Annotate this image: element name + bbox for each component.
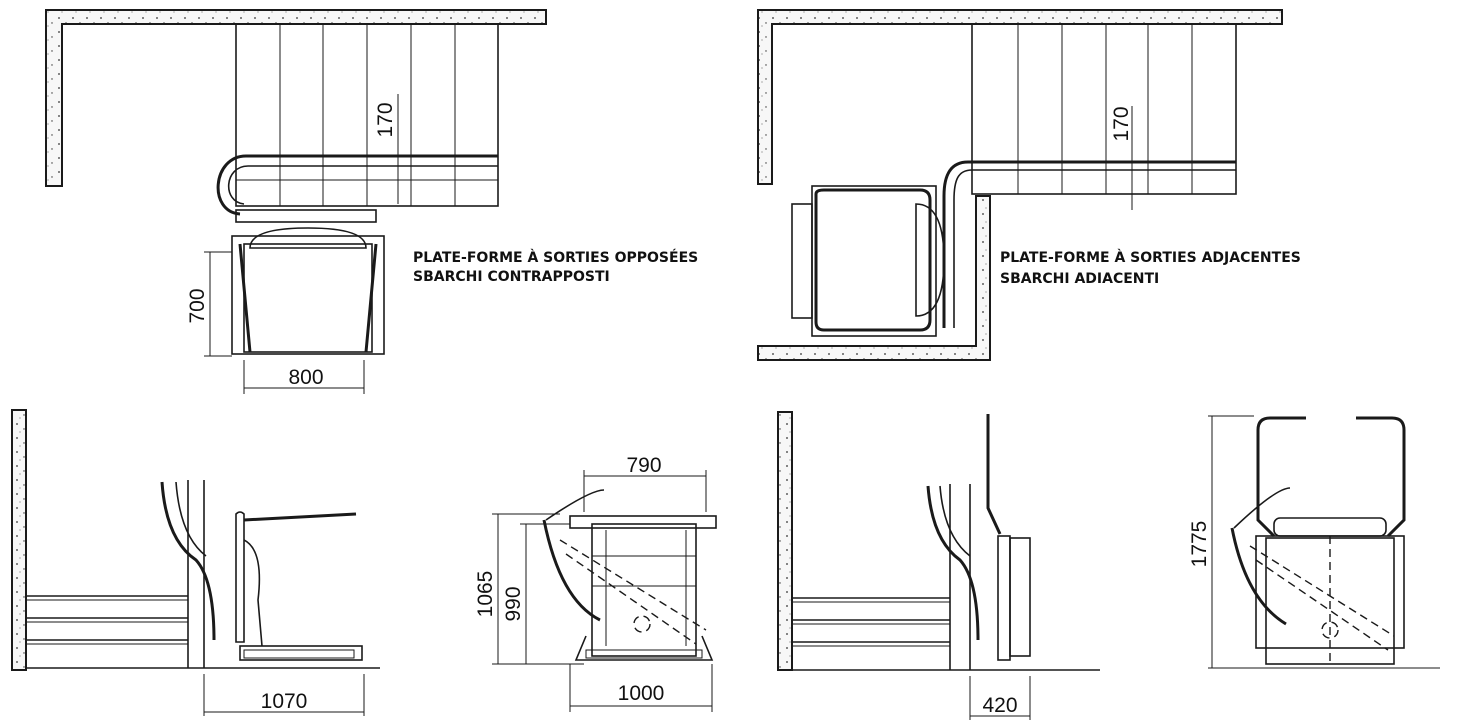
steps-side-2 xyxy=(792,484,971,670)
stair-treads-right xyxy=(971,23,1237,195)
caption-opposite-fr: PLATE-FORME À SORTIES OPPOSÉES xyxy=(413,249,698,266)
plan-opposite-exits: 700 800 170 PLATE-FORME À SORTIES OPPOSÉ… xyxy=(45,9,698,394)
dim-990: 990 xyxy=(502,523,570,664)
dim-170-left: 170 xyxy=(374,94,399,204)
caption-opposite-it: SBARCHI CONTRAPPOSTI xyxy=(413,269,610,285)
stair-treads-left xyxy=(235,23,499,207)
dim-1070: 1070 xyxy=(203,674,365,716)
dim-1065: 1065 xyxy=(474,513,584,665)
dim-label-170-left: 170 xyxy=(374,102,397,137)
dim-790: 790 xyxy=(583,454,707,512)
dim-1775: 1775 xyxy=(1188,415,1254,669)
platform-side-1 xyxy=(235,511,363,661)
wall-side-1 xyxy=(11,409,27,671)
dim-700: 700 xyxy=(186,251,232,357)
platform-opposite xyxy=(231,227,385,355)
platform-front-folded xyxy=(1255,416,1406,665)
wall-top-left xyxy=(45,9,547,187)
wall-top-right xyxy=(757,9,1283,185)
side-view-unfolded: 1070 xyxy=(11,409,380,716)
caption-adjacent-fr: PLATE-FORME À SORTIES ADJACENTES xyxy=(1000,249,1301,266)
dim-label-1000: 1000 xyxy=(618,682,665,705)
dim-label-1775: 1775 xyxy=(1188,521,1211,568)
platform-folded xyxy=(986,414,1031,661)
wall-side-2 xyxy=(777,411,793,671)
wall-bottom-right xyxy=(757,195,991,361)
caption-adjacent-it: SBARCHI ADIACENTI xyxy=(1000,271,1159,287)
dim-label-1065: 1065 xyxy=(474,571,497,618)
steps-side-1 xyxy=(26,480,205,668)
dim-label-800: 800 xyxy=(288,366,323,389)
front-view-folded: 1775 xyxy=(1188,415,1440,669)
side-view-folded: 420 xyxy=(777,411,1100,720)
front-view: 790 1065 990 1000 xyxy=(474,454,717,712)
dim-label-990: 990 xyxy=(502,586,525,621)
dim-420: 420 xyxy=(969,676,1031,720)
platform-adjacent xyxy=(791,185,945,337)
dim-label-170-right: 170 xyxy=(1110,106,1133,141)
dim-label-420: 420 xyxy=(982,694,1017,717)
rail-right xyxy=(942,160,1236,328)
dim-1000: 1000 xyxy=(569,664,713,712)
plan-adjacent-exits: 170 PLATE-FORME À SORTIES ADJACENTES SBA… xyxy=(757,9,1301,361)
dim-800: 800 xyxy=(243,360,365,394)
dim-label-1070: 1070 xyxy=(261,690,308,713)
platform-front xyxy=(569,515,717,661)
dim-170-right: 170 xyxy=(1110,106,1133,210)
dim-label-790: 790 xyxy=(626,454,661,477)
rail-left xyxy=(216,154,498,223)
dim-label-700: 700 xyxy=(186,288,209,323)
